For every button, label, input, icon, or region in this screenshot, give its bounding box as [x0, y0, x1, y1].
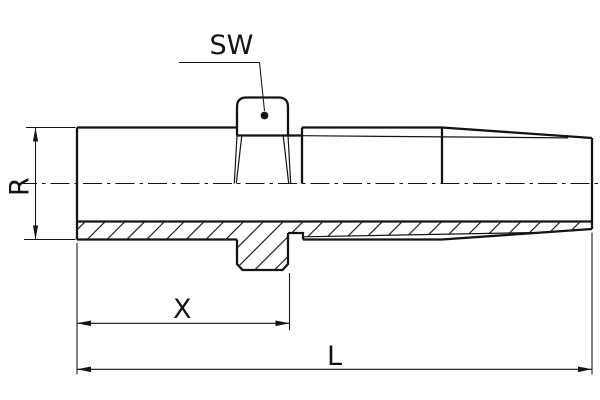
nut-flank-lines — [233, 135, 292, 184]
section-hatching — [77, 221, 592, 270]
dimension-r: R — [5, 126, 76, 241]
sw-leader: SW — [179, 30, 269, 120]
sw-leader-dot — [260, 111, 269, 120]
hex-nut-outline — [235, 96, 290, 136]
dimension-l: L — [77, 232, 593, 375]
label-dim-length: L — [327, 341, 342, 372]
thread-lines — [301, 135, 569, 238]
label-thread-size: R — [5, 177, 36, 196]
label-dim-x: X — [173, 294, 192, 325]
part-outline — [75, 96, 594, 272]
dimension-x: X — [76, 243, 291, 375]
label-wrench-size: SW — [210, 30, 254, 61]
